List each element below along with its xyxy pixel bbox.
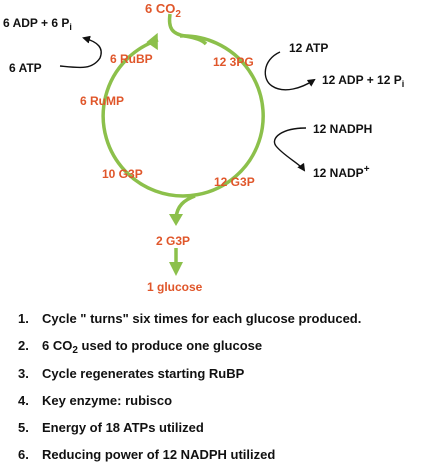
item-number: 5. bbox=[18, 420, 29, 435]
co2-entry-arrow bbox=[167, 13, 208, 46]
item-number: 4. bbox=[18, 393, 29, 408]
cycle-loop-arrow bbox=[101, 34, 265, 198]
summary-item-6: 6. Reducing power of 12 NADPH utilized bbox=[18, 447, 275, 462]
atp-right-arrow bbox=[264, 51, 316, 91]
atp-left-arrow bbox=[59, 35, 102, 69]
summary-item-5: 5. Energy of 18 ATPs utilized bbox=[18, 420, 204, 435]
item-number: 6. bbox=[18, 447, 29, 462]
cycle-arrowhead bbox=[146, 32, 158, 51]
item-number: 2. bbox=[18, 338, 29, 353]
calvin-cycle-diagram: 6 CO2 6 RuBP 12 3PG 6 RuMP 10 G3P 12 G3P… bbox=[3, 1, 404, 294]
adp-right-label: 12 ADP + 12 Pi bbox=[322, 73, 404, 89]
g3p-exit-arrowhead bbox=[169, 214, 183, 226]
nadp-label: 12 NADP+ bbox=[313, 164, 370, 180]
g3p-right-label: 12 G3P bbox=[214, 175, 255, 189]
summary-item-1: 1. Cycle " turns" six times for each gluc… bbox=[18, 311, 361, 326]
item-text: 6 CO bbox=[42, 338, 73, 353]
atp-right-label: 12 ATP bbox=[289, 41, 328, 55]
item-text-rest: used to produce one glucose bbox=[77, 338, 263, 353]
item-text: Cycle regenerates starting RuBP bbox=[42, 366, 245, 381]
adp-left-label: 6 ADP + 6 Pi bbox=[3, 16, 72, 32]
glucose-label: 1 glucose bbox=[147, 280, 203, 294]
item-text: Reducing power of 12 NADPH utilized bbox=[42, 447, 276, 462]
summary-item-4: 4. Key enzyme: rubisco bbox=[18, 393, 172, 408]
nadph-label: 12 NADPH bbox=[313, 122, 372, 136]
g3p-left-label: 10 G3P bbox=[102, 167, 143, 181]
glucose-arrowhead bbox=[169, 262, 183, 276]
summary-item-2: 2. 6 CO2 used to produce one glucose bbox=[18, 338, 262, 356]
item-number: 1. bbox=[18, 311, 29, 326]
3pg-label: 12 3PG bbox=[213, 55, 254, 69]
co2-label: 6 CO2 bbox=[145, 1, 181, 20]
item-text: Key enzyme: rubisco bbox=[42, 393, 173, 408]
rubp-label: 6 RuBP bbox=[110, 52, 153, 66]
summary-item-3: 3. Cycle regenerates starting RuBP bbox=[18, 366, 244, 381]
item-text: Energy of 18 ATPs utilized bbox=[42, 420, 204, 435]
rump-label: 6 RuMP bbox=[80, 94, 124, 108]
atp-left-label: 6 ATP bbox=[9, 61, 42, 75]
g3p-out-label: 2 G3P bbox=[156, 234, 190, 248]
item-text: Cycle " turns" six times for each glucos… bbox=[42, 311, 362, 326]
item-subscript: 2 bbox=[72, 345, 78, 356]
nadph-arrow bbox=[273, 127, 307, 172]
item-number: 3. bbox=[18, 366, 29, 381]
